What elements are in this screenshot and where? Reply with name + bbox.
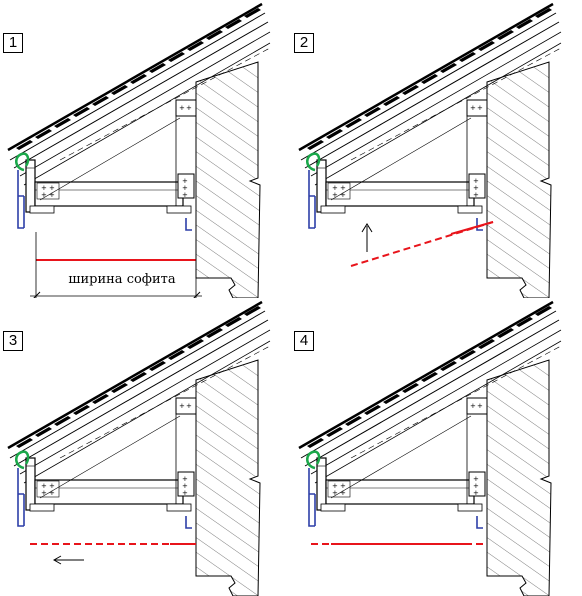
- roof-layers: [7, 2, 271, 186]
- svg-text:+: +: [41, 482, 47, 490]
- roof-tiles: [16, 8, 261, 150]
- step-number-badge: 4: [294, 331, 314, 351]
- svg-text:+: +: [41, 191, 47, 199]
- svg-text:+: +: [473, 475, 479, 483]
- arrow-up-icon: [361, 223, 373, 233]
- svg-text:+: +: [49, 489, 55, 497]
- fascia-board: [316, 159, 327, 213]
- svg-text:+: +: [332, 191, 338, 199]
- svg-text:+: +: [182, 177, 188, 185]
- brick-wall: [195, 61, 261, 298]
- plus-marks: ++ ++ ++ +++: [41, 104, 192, 199]
- roof-tiles: [16, 306, 261, 448]
- j-strip-profile: [17, 170, 25, 229]
- svg-text:+: +: [332, 184, 338, 192]
- roof-layers: [298, 300, 562, 484]
- step-panel-3: ++ ++ ++ +++ 3: [0, 298, 291, 596]
- svg-text:+: +: [473, 177, 479, 185]
- joist: [34, 397, 197, 505]
- fascia-board: [316, 457, 327, 511]
- svg-text:+: +: [340, 489, 346, 497]
- svg-text:+: +: [186, 104, 192, 112]
- gutter-hook: [306, 152, 321, 172]
- roof-layers: [7, 300, 271, 484]
- arrow-left-icon: [52, 555, 62, 565]
- plus-marks: ++ ++ ++ +++: [332, 104, 483, 199]
- step-panel-4: ++ ++ ++ +++ 4: [291, 298, 582, 596]
- gutter-hook: [15, 450, 30, 470]
- step-overlay: [350, 221, 494, 267]
- svg-text:+: +: [473, 482, 479, 490]
- brick-wall: [486, 61, 552, 298]
- plus-marks: ++ ++ ++ +++: [332, 402, 483, 497]
- svg-text:+: +: [179, 104, 185, 112]
- joist: [325, 99, 488, 207]
- svg-text:+: +: [49, 191, 55, 199]
- fascia-board: [25, 159, 36, 213]
- j-strip-profile: [17, 468, 25, 527]
- svg-text:+: +: [473, 184, 479, 192]
- support-plates: [29, 205, 192, 214]
- roof-tiles: [307, 306, 552, 448]
- svg-text:+: +: [473, 489, 479, 497]
- svg-text:+: +: [49, 184, 55, 192]
- svg-text:+: +: [41, 184, 47, 192]
- step-overlay: [30, 232, 202, 298]
- svg-text:+: +: [182, 489, 188, 497]
- svg-text:+: +: [473, 191, 479, 199]
- svg-text:+: +: [340, 191, 346, 199]
- step-number-badge: 2: [294, 33, 314, 53]
- svg-text:+: +: [470, 104, 476, 112]
- svg-text:+: +: [332, 489, 338, 497]
- gutter-hook: [306, 450, 321, 470]
- j-strip-wall: [185, 516, 192, 529]
- svg-text:+: +: [340, 482, 346, 490]
- support-plates: [320, 205, 483, 214]
- step-panel-2: ++ ++ ++ +++ 2: [291, 0, 582, 298]
- roof-tiles: [307, 8, 552, 150]
- j-strip-profile: [308, 170, 316, 229]
- svg-text:+: +: [41, 489, 47, 497]
- svg-text:+: +: [182, 184, 188, 192]
- brick-wall: [486, 359, 552, 596]
- step-number-badge: 3: [3, 331, 23, 351]
- fascia-board: [25, 457, 36, 511]
- support-plates: [320, 503, 483, 512]
- j-strip-wall: [476, 516, 483, 529]
- svg-text:+: +: [340, 184, 346, 192]
- j-strip-profile: [308, 468, 316, 527]
- svg-text:+: +: [179, 402, 185, 410]
- svg-text:+: +: [182, 482, 188, 490]
- joist: [34, 99, 197, 207]
- support-plates: [29, 503, 192, 512]
- svg-text:+: +: [182, 475, 188, 483]
- step-number-badge: 1: [3, 33, 23, 53]
- plus-marks: ++ ++ ++ +++: [41, 402, 192, 497]
- roof-layers: [298, 2, 562, 186]
- svg-text:+: +: [332, 482, 338, 490]
- svg-text:+: +: [477, 104, 483, 112]
- soffit-width-label: ширина софита: [68, 272, 176, 287]
- svg-text:+: +: [182, 191, 188, 199]
- gutter-hook: [15, 152, 30, 172]
- svg-text:+: +: [470, 402, 476, 410]
- joist: [325, 397, 488, 505]
- svg-text:+: +: [49, 482, 55, 490]
- j-strip-wall: [185, 218, 192, 231]
- brick-wall: [195, 359, 261, 596]
- svg-text:+: +: [477, 402, 483, 410]
- svg-text:+: +: [186, 402, 192, 410]
- j-strip-wall: [476, 218, 483, 231]
- step-overlay: [30, 543, 196, 565]
